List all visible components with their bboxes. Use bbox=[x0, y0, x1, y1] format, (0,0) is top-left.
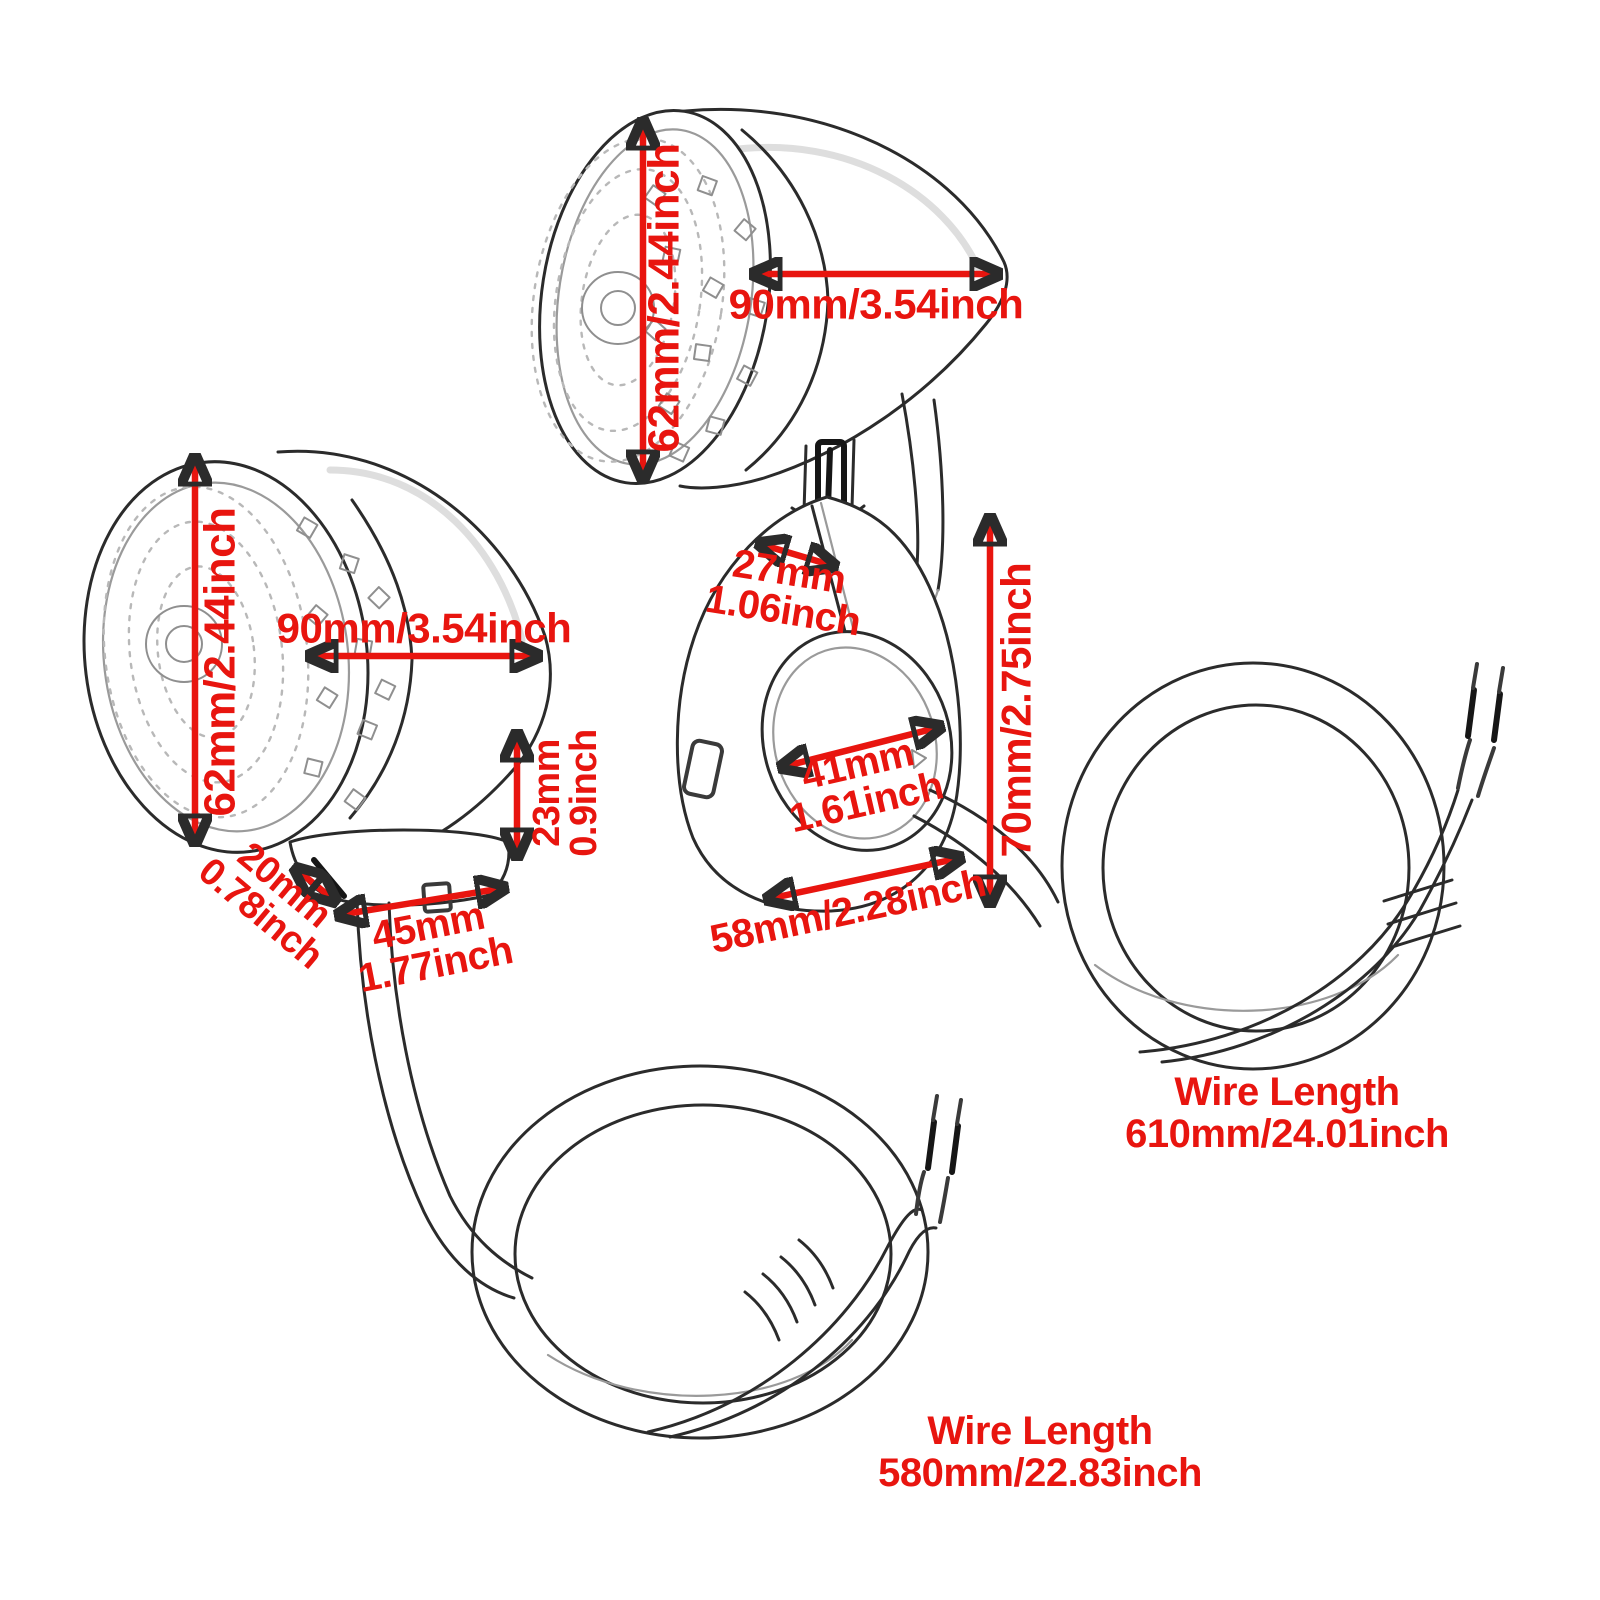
top-light-lens-texture bbox=[530, 137, 726, 463]
base-height-mm: 23mm bbox=[525, 739, 568, 847]
clamp-side-slot bbox=[682, 738, 724, 800]
right-coil-strand bbox=[1093, 953, 1400, 1012]
left-light-length-label: 90mm/3.54inch bbox=[276, 604, 572, 652]
bottom-wire-lead-inner bbox=[387, 901, 534, 1280]
bottom-spade-connectors bbox=[914, 1094, 963, 1224]
dim-arrow-stud bbox=[296, 869, 335, 901]
right-bundle-inner bbox=[1160, 798, 1474, 1064]
right-spade-connectors bbox=[1456, 662, 1505, 798]
clamp-height-label: 70mm/2.75inch bbox=[992, 562, 1040, 858]
dim-arrow-clamp-top-width bbox=[760, 544, 834, 566]
bottom-bundle-outer bbox=[646, 1207, 924, 1434]
top-light-housing-edge bbox=[740, 128, 830, 472]
right-wire-length-title: Wire Length bbox=[1174, 1070, 1400, 1114]
bottom-wire-length-value: 580mm/22.83inch bbox=[878, 1451, 1202, 1495]
top-signal-light bbox=[530, 107, 1009, 606]
bottom-wire-coil bbox=[355, 899, 963, 1440]
bottom-bundle-inner bbox=[668, 1226, 938, 1439]
top-light-body-shading bbox=[726, 143, 982, 272]
bottom-wire-wrap bbox=[743, 1238, 835, 1342]
bottom-coil-inner bbox=[513, 1103, 893, 1405]
base-height-label: 23mm 0.9inch bbox=[525, 729, 605, 857]
dim-arrow-clamp-inner-diameter bbox=[782, 727, 940, 767]
base-height-inch: 0.9inch bbox=[563, 729, 605, 857]
dim-arrow-clamp-width bbox=[768, 858, 960, 899]
dim-arrow-base-width bbox=[339, 888, 504, 915]
bottom-coil-strand bbox=[546, 1338, 854, 1397]
dimension-arrows bbox=[195, 122, 998, 915]
right-coil-inner bbox=[1101, 703, 1411, 1033]
left-light-height-label: 62mm/2.44inch bbox=[195, 507, 245, 817]
left-light-reflector-dimples bbox=[295, 516, 397, 812]
left-signal-light bbox=[82, 449, 552, 914]
bottom-wire-length-label: Wire Length 580mm/22.83inch bbox=[878, 1410, 1202, 1494]
right-wire-length-value: 610mm/24.01inch bbox=[1125, 1112, 1449, 1156]
right-wire-coil bbox=[912, 661, 1505, 1071]
top-light-length-label: 90mm/3.54inch bbox=[728, 280, 1024, 328]
bottom-wire-length-title: Wire Length bbox=[927, 1409, 1153, 1453]
bottom-coil-outer bbox=[470, 1064, 930, 1440]
right-wire-wrap bbox=[1382, 878, 1462, 949]
right-coil-outer bbox=[1060, 661, 1446, 1071]
right-wire-lead-outer bbox=[928, 788, 1060, 904]
right-wire-length-label: Wire Length 610mm/24.01inch bbox=[1125, 1071, 1449, 1155]
right-bundle-outer bbox=[1138, 788, 1460, 1054]
top-light-height-label: 62mm/2.44inch bbox=[639, 143, 689, 453]
left-light-body-shading bbox=[326, 466, 526, 644]
